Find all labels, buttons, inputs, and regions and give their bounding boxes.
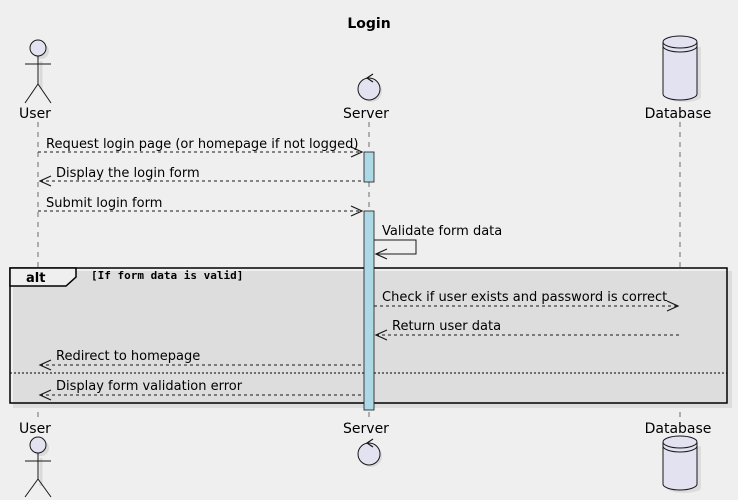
- message-return-user-data: Return user data: [374, 319, 680, 341]
- alt-frame-guard: [If form data is valid]: [91, 269, 243, 282]
- message-label: Check if user exists and password is cor…: [382, 290, 667, 305]
- control-icon: [357, 73, 382, 102]
- message-request-login-page: Request login page (or homepage if not l…: [38, 137, 364, 158]
- message-label: Display form validation error: [56, 379, 243, 394]
- database-icon: [662, 435, 701, 493]
- diagram-title: Login: [347, 16, 390, 32]
- actor-icon: [24, 436, 52, 498]
- message-check-user-exists: Check if user exists and password is cor…: [374, 290, 680, 312]
- participant-label-database-bottom: Database: [645, 421, 712, 437]
- message-validate-form-data: Validate form data: [374, 224, 502, 260]
- participant-label-database: Database: [645, 106, 712, 122]
- participant-label-server: Server: [343, 106, 389, 122]
- database-icon: [662, 35, 701, 102]
- message-label: Submit login form: [46, 196, 162, 211]
- message-display-validation-error: Display form validation error: [38, 379, 364, 401]
- participant-label-user-bottom: User: [19, 421, 51, 437]
- activation-server-2: [363, 210, 375, 411]
- participant-label-server-bottom: Server: [343, 421, 389, 437]
- alt-frame-tab: [9, 267, 77, 287]
- message-label: Request login page (or homepage if not l…: [46, 137, 358, 152]
- alt-frame-operator: alt: [26, 271, 45, 286]
- participant-label-user: User: [19, 106, 51, 122]
- message-label: Return user data: [392, 319, 501, 334]
- message-submit-login-form: Submit login form: [38, 196, 364, 217]
- message-label: Redirect to homepage: [56, 349, 200, 364]
- control-icon: [357, 438, 382, 467]
- message-redirect-homepage: Redirect to homepage: [38, 349, 364, 371]
- message-display-login-form: Display the login form: [38, 166, 364, 187]
- activation-server-1: [363, 151, 375, 183]
- message-label: Validate form data: [382, 224, 502, 239]
- message-label: Display the login form: [56, 166, 200, 181]
- actor-icon: [24, 39, 52, 104]
